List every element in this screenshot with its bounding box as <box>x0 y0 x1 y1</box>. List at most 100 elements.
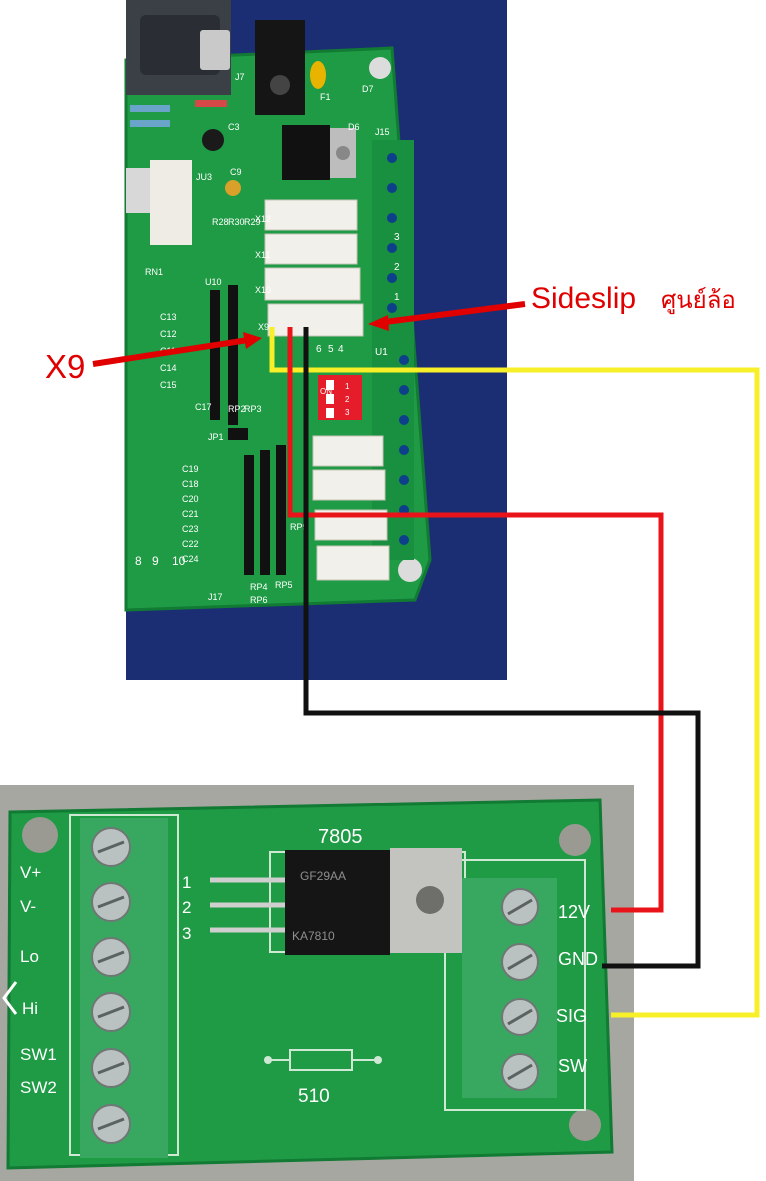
silk-text: 5 <box>328 344 334 355</box>
arrow-x9 <box>92 337 249 367</box>
silk-text: 2 <box>394 262 400 273</box>
silk-text: 3 <box>394 232 400 243</box>
chevron-left-icon <box>2 981 18 1015</box>
arrowhead-icon <box>243 332 262 349</box>
mount-hole-icon <box>22 817 58 853</box>
silk-text: C19 <box>182 464 199 474</box>
fuse-icon <box>310 61 326 89</box>
silkscreen-group: J7 F1 D7 D6 C3 J15 C9 JU3 R28 R30 R29 X1… <box>135 72 400 605</box>
left-terminal-block <box>80 818 168 1158</box>
dip-pos-label: 1 <box>345 382 350 391</box>
regulator-text: KA7810 <box>292 929 335 943</box>
silk-text: X12 <box>255 214 271 224</box>
silk-text: X9 <box>258 322 269 332</box>
annotation-sideslip: Sideslip ศูนย์ล้อ <box>368 282 736 331</box>
sideslip-thai-label: ศูนย์ล้อ <box>661 286 736 315</box>
silk-text: C13 <box>160 312 177 322</box>
terminal-label: Lo <box>20 947 39 966</box>
pin-header <box>210 290 220 420</box>
mount-hole-icon <box>569 1109 601 1141</box>
sensor-board-photo: V+ V- Lo Hi SW1 SW2 7805 GF29AA KA7810 1 <box>0 785 634 1181</box>
terminal-label: Hi <box>22 999 38 1018</box>
silk-text: RP2 <box>228 404 246 414</box>
wire-sig <box>269 327 760 1018</box>
silk-text: C18 <box>182 479 199 489</box>
silk-text: RP9 <box>290 522 308 532</box>
arrow-sideslip <box>384 301 526 325</box>
dip-on-label: ON <box>320 387 332 396</box>
silk-text: J17 <box>208 592 223 602</box>
capacitor-icon <box>225 180 241 196</box>
pin-label: 3 <box>182 924 191 943</box>
pin-label: 2 <box>182 898 191 917</box>
silk-text: X10 <box>255 285 271 295</box>
terminal-label: V+ <box>20 863 41 882</box>
silk-text: C24 <box>182 554 199 564</box>
capacitor-icon <box>202 129 224 151</box>
resistor-icon <box>130 105 170 112</box>
silk-text: 10 <box>172 554 186 568</box>
silk-text: 1 <box>394 292 400 303</box>
arrowhead-icon <box>368 315 389 331</box>
silk-text: RP3 <box>244 404 262 414</box>
silk-text: C14 <box>160 363 177 373</box>
silk-text: F1 <box>320 92 331 102</box>
silk-text: 9 <box>152 554 159 568</box>
regulator-7805: GF29AA KA7810 <box>210 848 462 955</box>
silk-text: C22 <box>182 539 199 549</box>
mount-hole-icon <box>559 824 591 856</box>
silk-text: 4 <box>338 344 344 355</box>
resistor-icon <box>195 100 227 107</box>
silk-text: 8 <box>135 554 142 568</box>
silk-text: C20 <box>182 494 199 504</box>
wires-group <box>269 327 760 1018</box>
annotation-x9: X9 <box>45 332 262 385</box>
mount-hole-icon <box>398 558 422 582</box>
dc-jack <box>255 20 305 115</box>
silk-text: X11 <box>255 250 270 260</box>
silk-text: RP6 <box>250 595 268 605</box>
silk-text: JU3 <box>196 172 212 182</box>
terminal-label: GND <box>558 949 598 969</box>
silk-text: RP5 <box>275 580 293 590</box>
x9-label: X9 <box>45 348 85 385</box>
silk-text: U10 <box>205 277 222 287</box>
resistor-label: 510 <box>298 1086 330 1107</box>
wire-12v <box>287 327 664 913</box>
dip-switch <box>318 375 362 420</box>
silk-text: D6 <box>348 122 360 132</box>
pin-label: 1 <box>182 873 191 892</box>
silk-text: RP4 <box>250 582 268 592</box>
left-connector <box>150 160 192 245</box>
silk-text: C9 <box>230 167 242 177</box>
silk-text: R28 <box>212 217 229 227</box>
silk-text: RN1 <box>145 267 163 277</box>
silk-text: 6 <box>316 344 322 355</box>
terminal-label: SW2 <box>20 1078 57 1097</box>
terminal-label: SW1 <box>20 1045 57 1064</box>
jumper <box>228 428 248 440</box>
silk-text: C21 <box>182 509 199 519</box>
terminal-label: SIG <box>556 1006 587 1026</box>
silk-text: C15 <box>160 380 177 390</box>
terminal-label: V- <box>20 897 36 916</box>
silk-text: R29 <box>244 217 261 227</box>
x9-connector <box>267 303 364 337</box>
silk-text: C3 <box>228 122 240 132</box>
silk-text: JP1 <box>208 432 224 442</box>
right-terminal-block <box>462 878 557 1098</box>
main-board-photo: J7 F1 D7 D6 C3 J15 C9 JU3 R28 R30 R29 X1… <box>124 0 507 680</box>
silk-text: C12 <box>160 329 177 339</box>
silk-text: J7 <box>235 72 245 82</box>
wire-gnd <box>303 327 701 969</box>
mount-hole-icon <box>369 57 391 79</box>
silk-text: J15 <box>375 127 390 137</box>
silk-text: C17 <box>195 402 212 412</box>
regulator-text: GF29AA <box>300 869 346 883</box>
dip-pos-label: 2 <box>345 395 350 404</box>
dip-pos-label: 3 <box>345 408 350 417</box>
silk-text: R30 <box>228 217 245 227</box>
silk-text: C23 <box>182 524 199 534</box>
regulator-label: 7805 <box>318 826 363 848</box>
